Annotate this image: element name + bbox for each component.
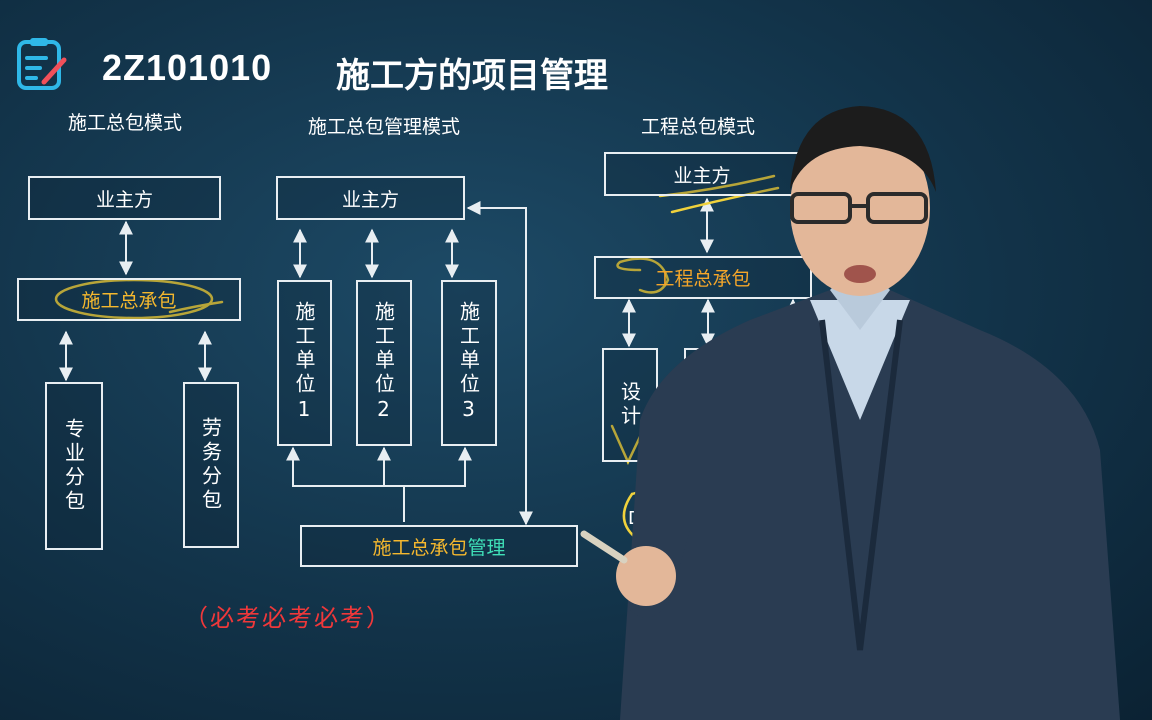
- must-test-note: （必考必考必考）: [184, 604, 392, 632]
- diagram1-contractor-box: 施工总承包: [17, 278, 241, 321]
- diagram2-unit2-box: 施工单位2: [356, 280, 412, 446]
- diagram2-heading: 施工总包管理模式: [308, 116, 461, 138]
- diagram1-heading: 施工总包模式: [68, 112, 183, 134]
- diagram3-contractor-label: 工程总承包: [655, 268, 751, 290]
- presenter-figure: [580, 106, 1120, 720]
- diagram1-sub2-box: 劳务分包: [183, 382, 239, 548]
- diagram2-mgmt-part2: 管理: [467, 536, 506, 559]
- title-code: 2Z101010: [102, 47, 273, 88]
- diagram3-owner-box: 业主方: [604, 152, 800, 196]
- diagram3-heading: 工程总包模式: [641, 116, 756, 138]
- diagram1-owner-box: 业主方: [28, 176, 221, 220]
- diagram1-sub1-box: 专业分包: [45, 382, 103, 550]
- notepad-pen-icon: [17, 38, 67, 90]
- diagram1-contractor-label: 施工总承包: [81, 290, 177, 312]
- diagram2-owner-box: 业主方: [276, 176, 465, 220]
- diagram2-unit1-box: 施工单位1: [277, 280, 332, 446]
- diagram2-mgmt-box: 施工总承包管理: [300, 525, 578, 567]
- diagram3-contractor-box: 工程总承包: [594, 256, 812, 299]
- page-title: 施工方的项目管理: [336, 56, 608, 96]
- diagram2-unit3-box: 施工单位3: [441, 280, 497, 446]
- diagram2-mgmt-part1: 施工总承包: [372, 536, 468, 559]
